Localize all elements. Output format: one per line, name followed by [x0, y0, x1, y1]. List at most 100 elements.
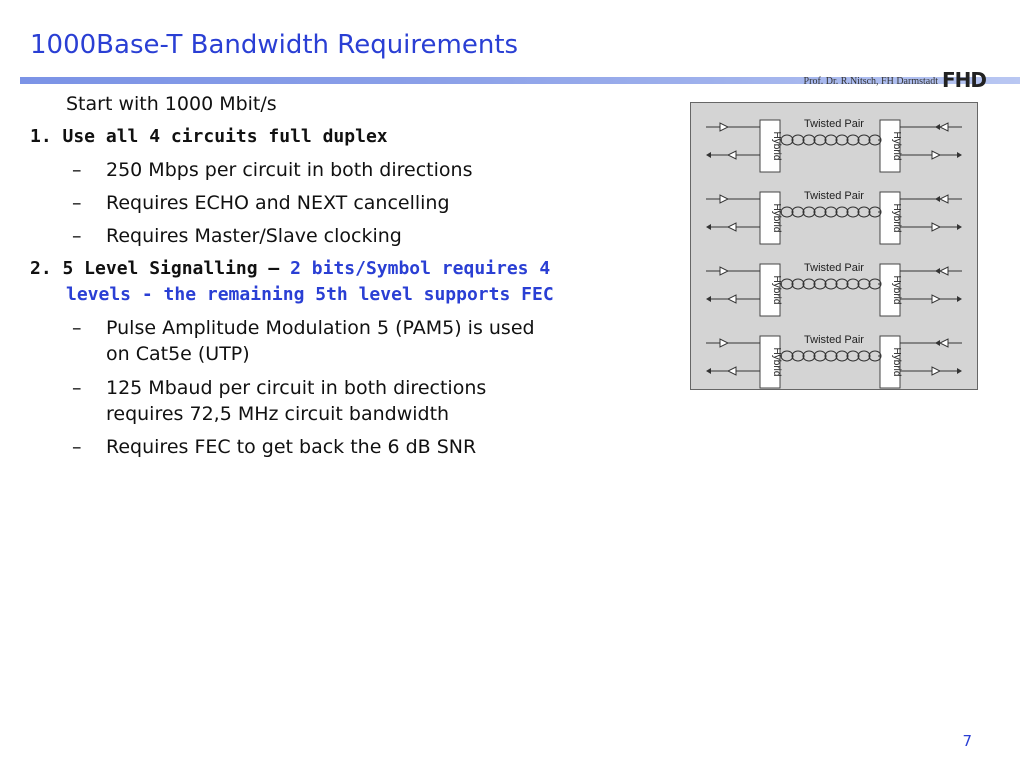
twisted-wire-loop [813, 206, 827, 218]
twisted-pair-label: Twisted Pair [804, 190, 864, 202]
item-2-bullet-2-line-1: 125 Mbaud per circuit in both directions [106, 377, 487, 399]
rx-receiver-icon [726, 366, 737, 376]
hybrid-label: Hybrid [891, 348, 902, 377]
bullet-dash: – [72, 377, 82, 399]
twisted-wire-loop [791, 350, 805, 362]
twisted-wire-loop [868, 206, 882, 218]
twisted-wire-loop [835, 278, 849, 290]
twisted-wire-loop [846, 134, 860, 146]
arrow-head-icon [935, 340, 940, 346]
hybrid-box-right [879, 335, 901, 389]
twisted-wire-loop [868, 134, 882, 146]
twisted-pair-label: Twisted Pair [804, 334, 864, 346]
hybrid-box-left [759, 191, 781, 245]
hybrid-label: Hybrid [771, 348, 782, 377]
tx-driver-icon [938, 194, 949, 204]
hybrid-box-right [879, 191, 901, 245]
diagram-background [690, 102, 978, 390]
item-2-heading-label: 2. 5 Level Signalling – [30, 258, 291, 279]
tx-driver-icon [938, 122, 949, 132]
twisted-pair-label: Twisted Pair [804, 262, 864, 274]
rx-receiver-icon [726, 294, 737, 304]
item-2-bullet-3: Requires FEC to get back the 6 dB SNR [106, 436, 477, 458]
item-2-bullet-1-line-1: Pulse Amplitude Modulation 5 (PAM5) is u… [106, 317, 535, 339]
hybrid-box-right [879, 119, 901, 173]
item-2-heading-highlight: 2 bits/Symbol requires 4 [290, 258, 551, 279]
arrow-head-icon [957, 224, 962, 230]
tx-driver-icon [719, 266, 730, 276]
arrow-head-icon [706, 152, 711, 158]
twisted-wire-loop [824, 350, 838, 362]
hybrid-label: Hybrid [891, 204, 902, 233]
item-2-heading: 2. 5 Level Signalling – 2 bits/Symbol re… [30, 258, 550, 279]
hybrid-box-right [879, 263, 901, 317]
author-credit: Prof. Dr. R.Nitsch, FH Darmstadt [803, 76, 938, 87]
item-1-bullet-2: Requires ECHO and NEXT cancelling [106, 192, 450, 214]
bullet-dash: – [72, 159, 82, 181]
intro-text: Start with 1000 Mbit/s [66, 93, 277, 115]
twisted-wire-loop [846, 206, 860, 218]
page-number: 7 [962, 732, 972, 750]
twisted-wire-loop [824, 206, 838, 218]
twisted-wire-loop [835, 350, 849, 362]
arrow-head-icon [706, 296, 711, 302]
twisted-wire-loop [802, 134, 816, 146]
twisted-wire-loop [857, 350, 871, 362]
hybrid-label: Hybrid [771, 132, 782, 161]
twisted-wire-loop [857, 134, 871, 146]
slide-title: 1000Base-T Bandwidth Requirements [30, 30, 519, 60]
arrow-head-icon [957, 368, 962, 374]
rx-receiver-icon [931, 366, 942, 376]
twisted-wire-loop [857, 278, 871, 290]
bullet-dash: – [72, 225, 82, 247]
tx-driver-icon [719, 122, 730, 132]
arrow-head-icon [706, 368, 711, 374]
twisted-wire-loop [857, 206, 871, 218]
rx-receiver-icon [931, 294, 942, 304]
twisted-wire-loop [791, 206, 805, 218]
twisted-wire-loop [824, 278, 838, 290]
twisted-wire-loop [835, 134, 849, 146]
twisted-wire-loop [824, 134, 838, 146]
arrow-head-icon [957, 152, 962, 158]
rx-receiver-icon [726, 222, 737, 232]
twisted-pair-label: Twisted Pair [804, 118, 864, 130]
item-2-heading-highlight-2: levels - the remaining 5th level support… [66, 284, 554, 305]
arrow-head-icon [935, 268, 940, 274]
hybrid-label: Hybrid [891, 132, 902, 161]
twisted-wire-loop [791, 134, 805, 146]
item-1-bullet-1: 250 Mbps per circuit in both directions [106, 159, 473, 181]
rx-receiver-icon [931, 222, 942, 232]
arrow-head-icon [957, 296, 962, 302]
tx-driver-icon [719, 338, 730, 348]
tx-driver-icon [719, 194, 730, 204]
twisted-wire-loop [868, 350, 882, 362]
rx-receiver-icon [726, 150, 737, 160]
rx-receiver-icon [931, 150, 942, 160]
hybrid-box-left [759, 263, 781, 317]
hybrid-box-left [759, 119, 781, 173]
arrow-head-icon [706, 224, 711, 230]
fhd-logo: FHD [941, 68, 987, 92]
twisted-wire-loop [813, 350, 827, 362]
twisted-wire-loop [791, 278, 805, 290]
hybrid-label: Hybrid [771, 204, 782, 233]
bullet-dash: – [72, 317, 82, 339]
hybrid-label: Hybrid [891, 276, 902, 305]
arrow-head-icon [935, 196, 940, 202]
title-underline-bar [20, 77, 1020, 84]
twisted-wire-loop [802, 278, 816, 290]
twisted-wire-loop [802, 350, 816, 362]
hybrid-box-left [759, 335, 781, 389]
twisted-wire-loop [813, 278, 827, 290]
tx-driver-icon [938, 266, 949, 276]
twisted-wire-loop [846, 278, 860, 290]
item-2-bullet-2-line-2: requires 72,5 MHz circuit bandwidth [106, 403, 450, 425]
twisted-wire-loop [802, 206, 816, 218]
bullet-dash: – [72, 192, 82, 214]
twisted-wire-loop [868, 278, 882, 290]
hybrid-label: Hybrid [771, 276, 782, 305]
bullet-dash: – [72, 436, 82, 458]
twisted-wire-loop [813, 134, 827, 146]
